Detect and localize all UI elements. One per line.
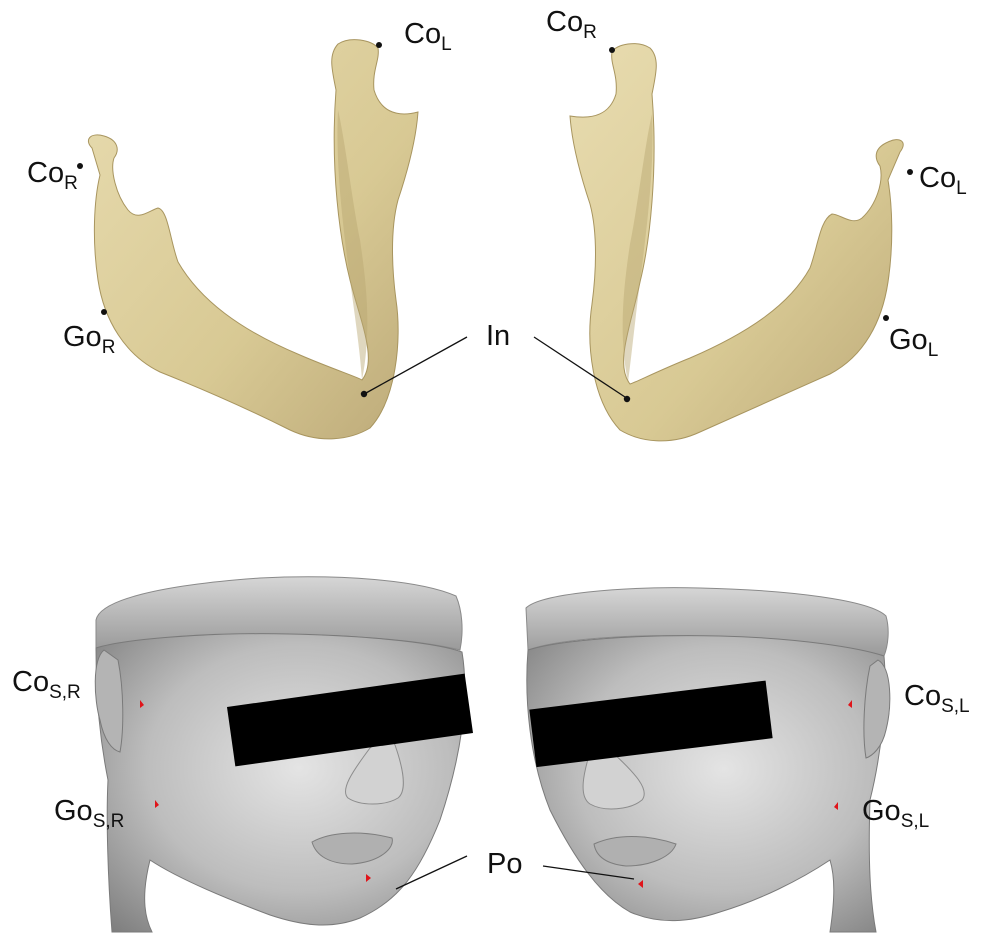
label-co-l-right: CoL [919, 164, 967, 193]
face-right-surface [527, 636, 885, 932]
landmark-go-r [101, 309, 107, 315]
label-co-r-top-right: CoR [546, 8, 597, 37]
landmark-co-r-left [77, 163, 83, 169]
label-go-s-r: GoS,R [54, 797, 124, 826]
face-left-view [95, 577, 473, 932]
mandible-right-body [570, 44, 903, 441]
mandible-left-view [77, 40, 467, 439]
landmark-co-l-right [907, 169, 913, 175]
label-go-r: GoR [63, 323, 115, 352]
face-left-ear [95, 650, 123, 752]
landmark-co-l-top-left [376, 42, 382, 48]
label-co-r-left: CoR [27, 159, 78, 188]
label-in: In [486, 322, 510, 351]
mandible-left-body [88, 40, 418, 439]
label-co-s-r: CoS,R [12, 668, 81, 697]
landmark-go-l [883, 315, 889, 321]
label-co-s-l: CoS,L [904, 682, 970, 711]
mandible-right-view [534, 44, 913, 441]
label-po: Po [487, 850, 522, 879]
label-co-l-top-left: CoL [404, 20, 452, 49]
landmark-co-r-top-right [609, 47, 615, 53]
label-go-s-l: GoS,L [862, 797, 929, 826]
face-left-surface [96, 634, 465, 932]
landmark-in-left [361, 391, 367, 397]
face-right-view [526, 588, 890, 932]
label-go-l: GoL [889, 326, 938, 355]
